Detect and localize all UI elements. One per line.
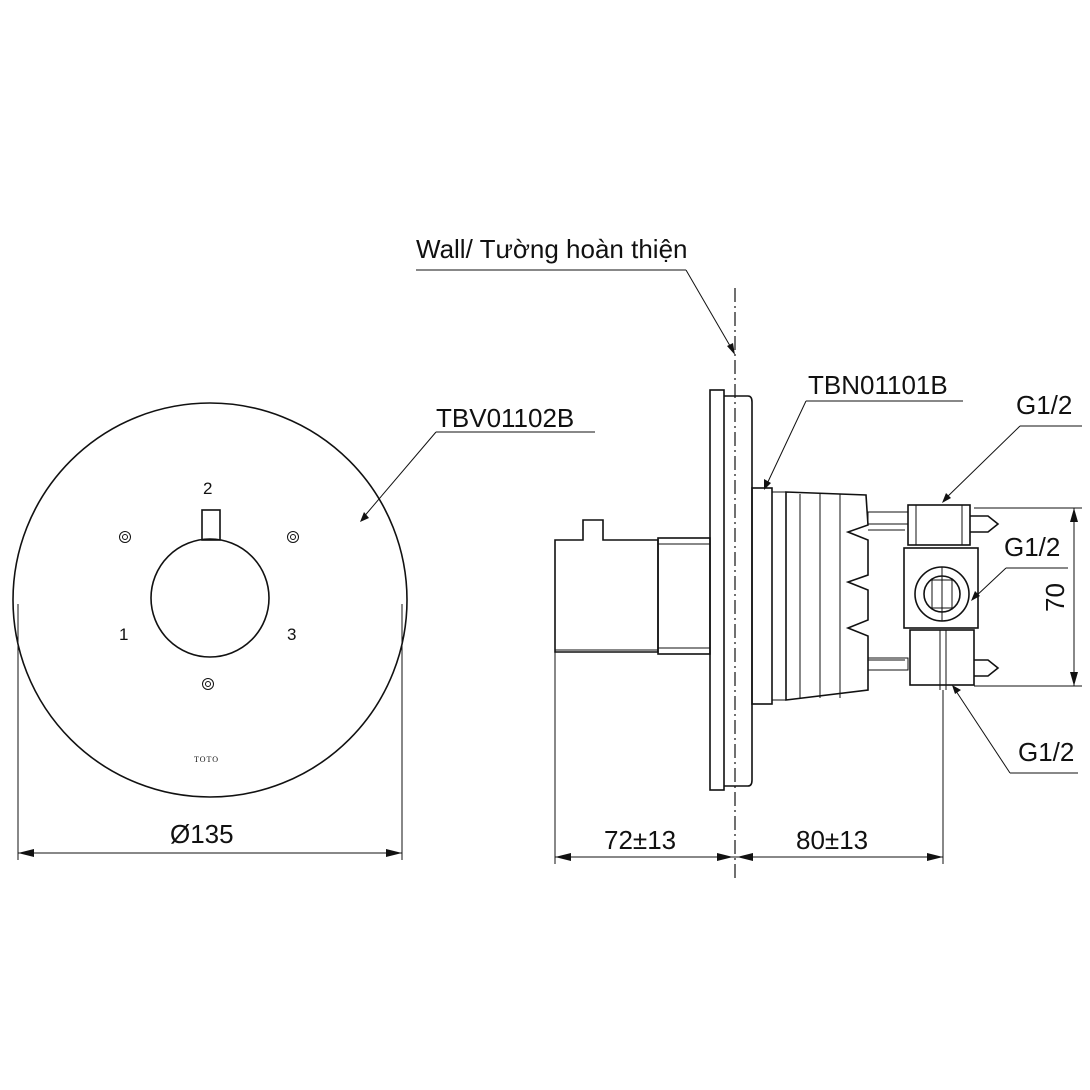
trim-projection-dimension: 72±13	[604, 825, 676, 855]
side-view: Wall/ Tường hoàn thiện	[416, 234, 1082, 878]
trim-plate-outline	[12, 402, 408, 798]
valve-body	[785, 491, 869, 701]
dial-position-1: 1	[119, 625, 128, 644]
brand-mark: TOTO	[194, 755, 219, 764]
handle-stem	[201, 509, 221, 541]
body-depth-dimension: 80±13	[796, 825, 868, 855]
handle-side-profile	[554, 519, 659, 653]
collar	[657, 537, 711, 655]
trim-model-label: TBV01102B	[436, 403, 574, 433]
screw-icon	[202, 678, 214, 690]
dial-position-2: 2	[203, 479, 212, 498]
handle-knob	[150, 538, 270, 658]
port-spacing-dimension: 70	[1040, 583, 1070, 612]
dial-position-3: 3	[287, 625, 296, 644]
screw-icon	[119, 531, 131, 543]
port-top-label: G1/2	[1016, 390, 1072, 420]
diameter-dimension: Ø135	[170, 819, 234, 849]
front-view: 2 1 3 TOTO TBV01102B Ø135	[12, 402, 595, 860]
body-model-label: TBN01101B	[808, 370, 948, 400]
screw-icon	[287, 531, 299, 543]
body-flange	[751, 487, 773, 705]
port-fitting	[903, 504, 979, 690]
wall-label: Wall/ Tường hoàn thiện	[416, 234, 688, 264]
port-bottom-label: G1/2	[1018, 737, 1074, 767]
trim-plate-side	[709, 389, 725, 791]
port-mid-label: G1/2	[1004, 532, 1060, 562]
